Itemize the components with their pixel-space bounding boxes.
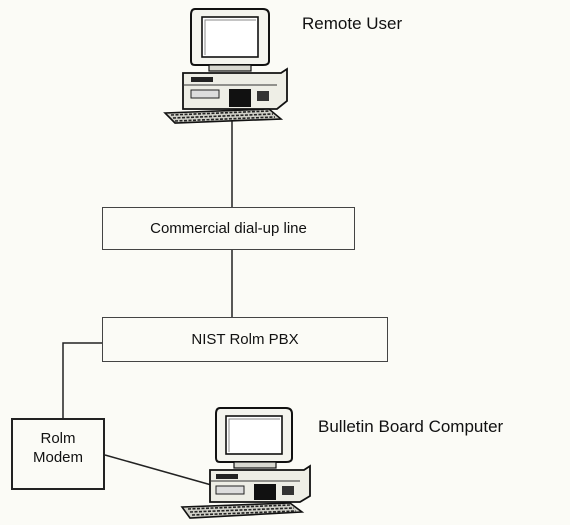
modem-label-line2: Modem <box>32 449 84 466</box>
remote-user-label: Remote User <box>302 14 403 33</box>
line-pbx-to-modem <box>62 342 102 418</box>
bbs-label: Bulletin Board Computer <box>318 417 504 436</box>
line-modem-to-bbs <box>104 454 223 489</box>
remote-computer-icon <box>163 8 288 124</box>
modem-box: Rolm Modem <box>11 418 105 490</box>
pbx-label: NIST Rolm PBX <box>191 331 299 348</box>
dialup-line-box: Commercial dial-up line <box>102 207 355 250</box>
pbx-box: NIST Rolm PBX <box>102 317 388 362</box>
dialup-line-label: Commercial dial-up line <box>150 220 307 237</box>
bbs-computer-icon <box>180 407 311 519</box>
modem-label-line1: Rolm <box>40 430 76 447</box>
